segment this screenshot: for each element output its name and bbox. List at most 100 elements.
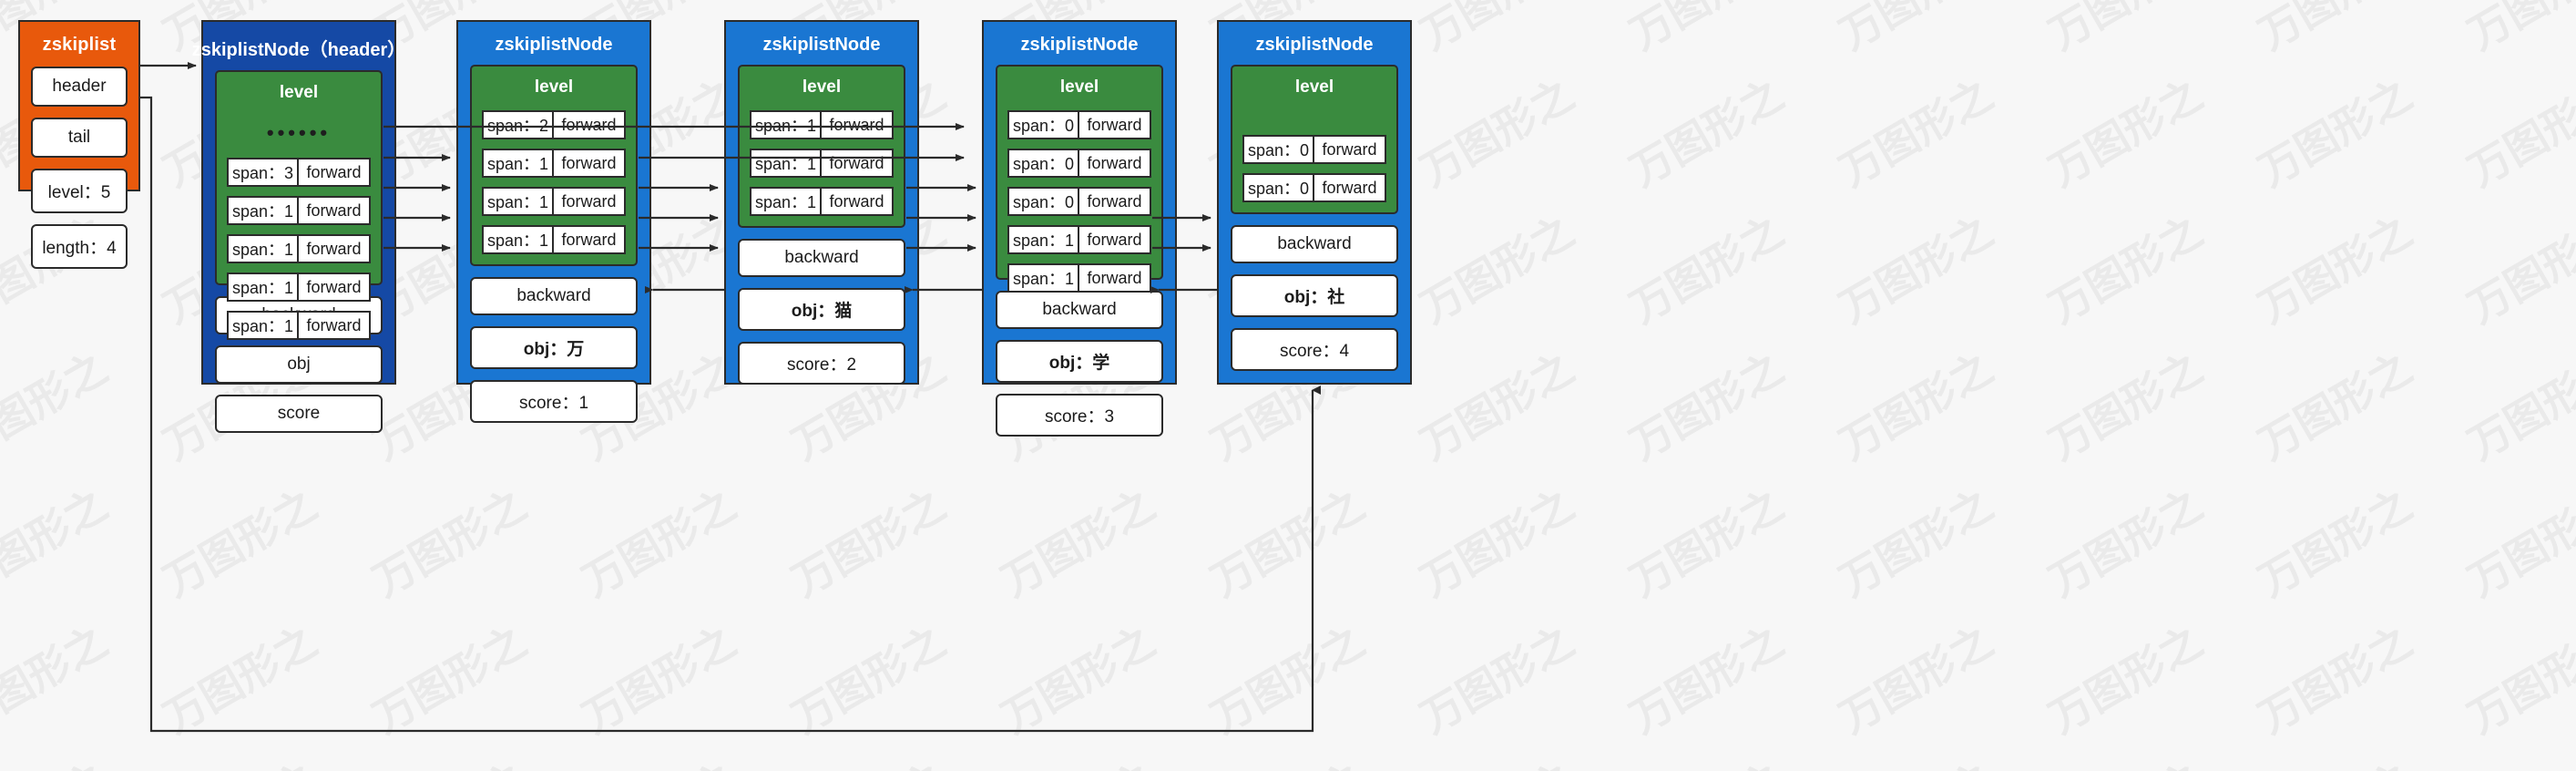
watermark-text: 万图形之 <box>1202 616 1373 743</box>
watermark-text: 万图形之 <box>1831 616 2001 743</box>
watermark-text: 万图形之 <box>2040 479 2211 606</box>
forward-pointer[interactable]: forward <box>1087 191 1142 211</box>
watermark-text: 万图形之 <box>1199 745 1374 771</box>
obj-field: obj：猫 <box>738 288 905 331</box>
span-value: span：1 <box>1009 265 1079 291</box>
backward-pointer[interactable]: backward <box>738 239 905 277</box>
watermark-text: 万图形之 <box>1831 206 2001 333</box>
watermark-text: 万图形之 <box>2040 69 2211 196</box>
watermark-text: 万图形之 <box>989 745 1164 771</box>
forward-pointer[interactable]: forward <box>829 153 884 172</box>
watermark-text: 万图形之 <box>1618 0 1793 62</box>
forward-pointer[interactable]: forward <box>829 191 884 211</box>
watermark-text: 万图形之 <box>2459 343 2576 469</box>
span-value: span：1 <box>484 150 554 176</box>
zskiplist-field-header[interactable]: header <box>31 67 128 107</box>
level-rows: span：0 forward span：0 forward <box>1242 126 1386 202</box>
watermark-text: 万图形之 <box>2250 343 2420 469</box>
watermark-text: 万图形之 <box>1831 69 2001 196</box>
zskiplist-field-tail[interactable]: tail <box>31 118 128 158</box>
span-value: span：0 <box>1009 112 1079 138</box>
backward-pointer[interactable]: backward <box>996 291 1163 329</box>
watermark-text: 万图形之 <box>1202 479 1373 606</box>
forward-pointer[interactable]: forward <box>306 239 362 258</box>
forward-pointer[interactable]: forward <box>1322 139 1377 159</box>
node-4: zskiplistNode level span：0 forward span：… <box>1217 20 1412 385</box>
forward-pointer[interactable]: forward <box>1087 115 1142 134</box>
backward-pointer[interactable]: backward <box>1231 225 1398 263</box>
watermark-text: 万图形之 <box>1621 479 1792 606</box>
forward-pointer[interactable]: forward <box>306 315 362 334</box>
watermark-text: 万图形之 <box>1621 69 1792 196</box>
forward-pointer[interactable]: forward <box>1322 178 1377 197</box>
level-row: span：1 forward <box>1007 263 1151 293</box>
forward-pointer[interactable]: forward <box>306 200 362 220</box>
forward-pointer[interactable]: forward <box>1087 153 1142 172</box>
level-ellipsis-dots: •••••• <box>266 121 332 144</box>
node-4-level-box: level span：0 forward span：0 forward <box>1231 65 1398 214</box>
watermark-text: 万图形之 <box>151 745 326 771</box>
watermark-text: 万图形之 <box>2037 0 2212 62</box>
watermark-text: 万图形之 <box>2250 206 2420 333</box>
level-row: span：1 forward <box>227 272 371 302</box>
level-row: span：0 forward <box>1007 110 1151 139</box>
watermark-text: 万图形之 <box>993 616 1163 743</box>
score-field: score：1 <box>470 380 638 423</box>
watermark-text: 万图形之 <box>1412 69 1582 196</box>
span-value: span：0 <box>1009 150 1079 176</box>
node-header-level-box: level •••••• span：3 forward span：1 forwa… <box>215 70 383 340</box>
forward-pointer[interactable]: forward <box>561 230 617 249</box>
level-label: level <box>802 77 842 97</box>
level-rows: span：0 forward span：0 forward span：0 for… <box>1007 101 1151 293</box>
span-value: span：1 <box>229 198 299 223</box>
watermark-text: 万图形之 <box>2456 0 2576 62</box>
watermark-text: 万图形之 <box>2037 745 2212 771</box>
node-1: zskiplistNode level span：2 forward span：… <box>456 20 651 423</box>
watermark-text: 万图形之 <box>2040 616 2211 743</box>
watermark-text: 万图形之 <box>2246 745 2421 771</box>
watermark-text: 万图形之 <box>574 616 744 743</box>
node-1-title: zskiplistNode <box>495 35 613 55</box>
watermark-text: 万图形之 <box>783 616 954 743</box>
forward-pointer[interactable]: forward <box>829 115 884 134</box>
level-row: span：1 forward <box>750 149 894 178</box>
watermark-text: 万图形之 <box>1408 0 1583 62</box>
level-row: span：1 forward <box>482 225 626 254</box>
level-label: level <box>1294 77 1334 97</box>
forward-pointer[interactable]: forward <box>1087 230 1142 249</box>
level-label: level <box>279 83 319 102</box>
node-header: zskiplistNode（header） level •••••• span：… <box>192 20 405 433</box>
watermark-text: 万图形之 <box>1412 206 1582 333</box>
forward-pointer[interactable]: forward <box>561 153 617 172</box>
node-2: zskiplistNode level span：1 forward span：… <box>724 20 919 385</box>
forward-pointer[interactable]: forward <box>306 277 362 296</box>
watermark-text: 万图形之 <box>1621 616 1792 743</box>
level-row: span：1 forward <box>227 196 371 225</box>
level-row: span：0 forward <box>1242 173 1386 202</box>
watermark-text: 万图形之 <box>0 479 116 606</box>
forward-pointer[interactable]: forward <box>561 191 617 211</box>
obj-field: obj：万 <box>470 326 638 369</box>
zskiplist-field-length: length：4 <box>31 224 128 269</box>
zskiplist-field-level: level：5 <box>31 169 128 213</box>
node-3-level-box: level span：0 forward span：0 forward span… <box>996 65 1163 293</box>
level-row: span：2 forward <box>482 110 626 139</box>
forward-pointer[interactable]: forward <box>1087 268 1142 287</box>
span-value: span：2 <box>484 112 554 138</box>
watermark-text: 万图形之 <box>155 479 325 606</box>
watermark-text: 万图形之 <box>0 616 116 743</box>
watermark-text: 万图形之 <box>2456 745 2576 771</box>
span-value: span：0 <box>1009 189 1079 214</box>
forward-pointer[interactable]: forward <box>306 162 362 181</box>
backward-pointer[interactable]: backward <box>470 277 638 315</box>
watermark-text: 万图形之 <box>2459 616 2576 743</box>
level-row: span：1 forward <box>750 187 894 216</box>
node-2-level-box: level span：1 forward span：1 forward span… <box>738 65 905 228</box>
level-row: span：0 forward <box>1242 135 1386 164</box>
span-value: span：1 <box>751 112 822 138</box>
level-label: level <box>534 77 574 97</box>
forward-pointer[interactable]: forward <box>561 115 617 134</box>
watermark-text: 万图形之 <box>2246 0 2421 62</box>
obj-field: obj：学 <box>996 340 1163 383</box>
